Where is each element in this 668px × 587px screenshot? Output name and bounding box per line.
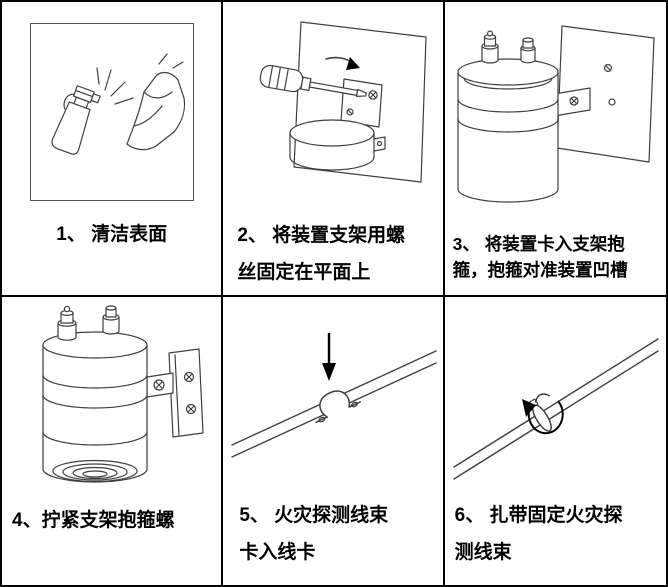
device-body [42,331,148,483]
turn-arrow-icon [325,56,360,70]
mounted-device-illustration [42,305,204,483]
cable-tie-illustration [453,338,660,481]
step-3-caption: 3、 将装置卡入支架抱 箍，抱箍对准装置凹槽 [445,231,666,296]
bracket-arm [146,348,204,438]
step-panel-6: 6、 扎带固定火灾探 测线束 [444,297,666,585]
caption-line: 丝固定在平面上 [237,261,371,283]
spray-bottle-icon [51,85,101,155]
caption-line: 5、 火灾探测线束 [239,504,389,526]
device-body [457,58,559,203]
step-panel-2: 2、 将装置支架用螺 丝固定在平面上 [223,2,445,297]
step-5-caption: 5、 火灾探测线束 卡入线卡 [223,497,442,585]
step-panel-5: 5、 火灾探测线束 卡入线卡 [223,297,445,585]
wire-clip-icon [315,390,362,424]
device-top-ports [57,305,120,341]
bracket-base-plate [340,78,383,128]
cleaning-cloth-icon [126,53,185,151]
caption-line: 卡入线卡 [239,541,316,563]
step-1-caption: 1、 清洁表面 [2,216,221,295]
step-panel-1: 1、 清洁表面 [2,2,224,297]
device-top-ports [481,30,536,64]
step-panel-3: 3、 将装置卡入支架抱 箍，抱箍对准装置凹槽 [444,2,666,297]
device-in-bracket-illustration [457,25,655,203]
step-6-illustration [445,297,666,497]
step-4-illustration [2,297,221,502]
step-2-illustration [223,2,442,217]
step-3-illustration [445,2,666,231]
wire-harness [453,338,660,481]
bracket-collar [289,119,386,171]
caption-line: 1、 清洁表面 [56,223,168,245]
plate-screw-icons [604,63,616,106]
rotate-arrow-icon [522,399,565,435]
caption-line: 6、 扎带固定火灾探 [454,504,623,526]
down-arrow-icon [321,333,336,382]
caption-line: 2、 将装置支架用螺 [237,224,406,246]
wire-clip-illustration [231,333,437,459]
caption-line: 测线束 [454,541,512,563]
spray-mist-icon [96,67,134,105]
illustration-frame [29,22,194,201]
screwdriver-icon [259,64,367,97]
caption-line: 4、拧紧支架抱箍螺 [12,509,175,531]
step-panel-4: 4、拧紧支架抱箍螺 [2,297,224,585]
step-2-caption: 2、 将装置支架用螺 丝固定在平面上 [223,217,442,295]
step-6-caption: 6、 扎带固定火灾探 测线束 [445,497,666,585]
caption-line: 3、 将装置卡入支架抱 [452,233,625,254]
step-5-illustration [223,297,442,497]
device-bottom-ribs [52,459,138,483]
step-1-illustration [2,2,221,216]
step-4-caption: 4、拧紧支架抱箍螺 [2,502,221,585]
caption-line: 箍，抱箍对准装置凹槽 [452,259,628,280]
screw-icons [346,90,378,116]
spray-clean-illustration [51,53,185,155]
bracket-mounting-illustration [259,21,427,183]
